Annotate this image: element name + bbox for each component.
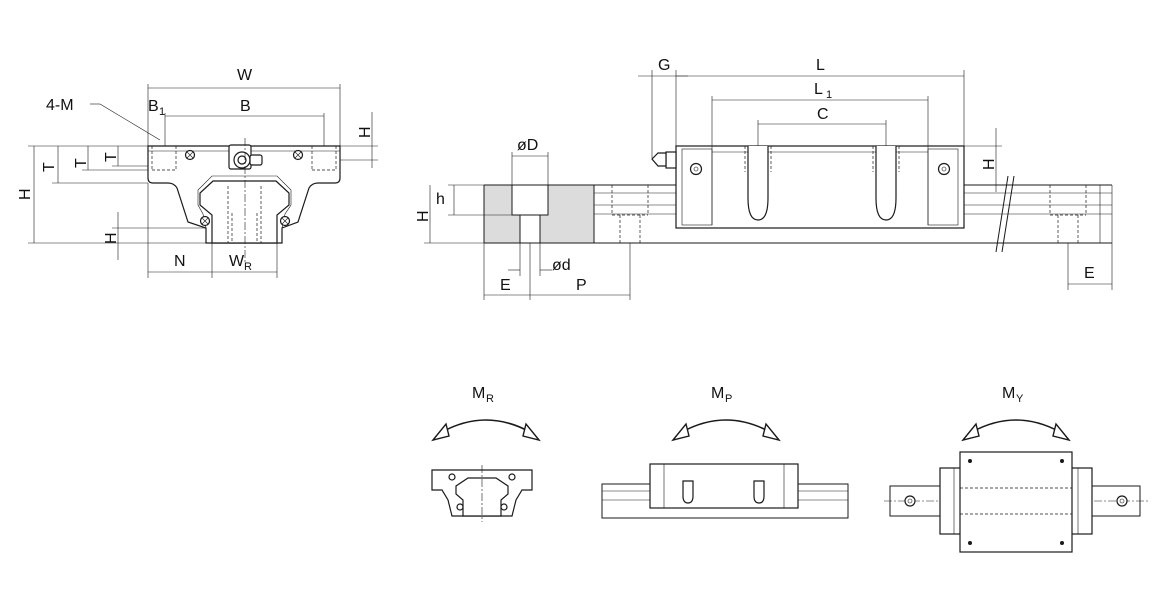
dim-B-label: B	[240, 98, 251, 115]
dim-D-label: øD	[517, 137, 538, 154]
dim-4M-label: 4-M	[46, 97, 74, 114]
dim-P-label: P	[576, 277, 587, 294]
dim-H2-label: H	[357, 126, 374, 138]
dim-E-left-label: E	[500, 277, 511, 294]
dim-H-label: H	[17, 188, 34, 200]
moment-MR-sub: R	[486, 393, 494, 405]
dim-E-right-label: E	[1084, 265, 1095, 282]
moment-MP-label: M	[711, 385, 724, 402]
grease-nipple-front-icon	[228, 144, 263, 170]
moment-MY-sub: Y	[1016, 393, 1024, 405]
moment-MY-diagram: M Y	[884, 385, 1148, 553]
dim-d-label: ød	[552, 257, 571, 274]
dim-HR-label: H	[415, 210, 432, 222]
dim-C-label: C	[817, 106, 829, 123]
moment-MP-diagram: M P	[601, 385, 849, 519]
dim-T2-label: T	[73, 158, 90, 168]
moment-MP-sub: P	[725, 393, 732, 405]
dim-B1-label: B	[148, 98, 159, 115]
dim-WR-sub: R	[244, 261, 252, 273]
dim-W-label: W	[237, 67, 253, 84]
dim-h-label: h	[436, 191, 445, 208]
dim-WR-label: W	[229, 253, 245, 270]
front-view: W B B 1 4-M H H T T T	[17, 67, 378, 278]
dim-B1-sub: 1	[159, 106, 165, 118]
moment-MR-diagram: M R	[431, 385, 541, 522]
moment-MR-label: M	[472, 385, 485, 402]
dim-T1-label: T	[41, 162, 58, 172]
rail-front-profile	[199, 180, 290, 244]
dim-L1-label: L	[814, 81, 823, 98]
moment-MY-label: M	[1002, 385, 1015, 402]
dim-T-label: T	[103, 152, 120, 162]
carriage-block-side	[675, 145, 965, 229]
dim-N-label: N	[174, 253, 186, 270]
dim-G-label: G	[658, 57, 670, 74]
side-view: øD h H ød E P G L L 1	[415, 57, 1113, 300]
end-screw-right-icon	[937, 162, 951, 176]
grease-nipple-side-icon	[651, 151, 677, 169]
dim-L1-sub: 1	[826, 89, 832, 101]
dim-L-label: L	[816, 57, 825, 74]
dim-H3-label: H	[981, 158, 998, 170]
seal-screw-icons	[184, 149, 304, 227]
dim-H1-label: H	[103, 232, 120, 244]
end-screw-left-icon	[689, 162, 703, 176]
